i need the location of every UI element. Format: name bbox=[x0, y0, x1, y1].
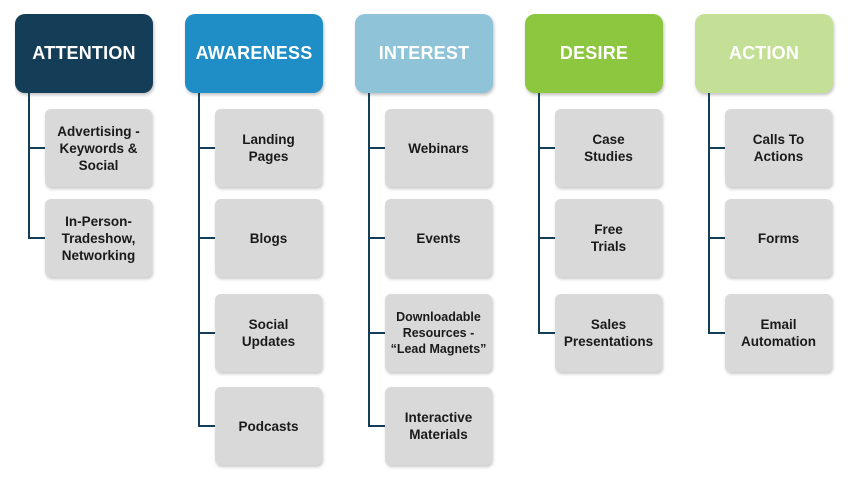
stage-header-awareness: AWARENESS bbox=[185, 14, 323, 93]
connector-branch bbox=[368, 147, 385, 149]
stage-item-card: Interactive Materials bbox=[385, 387, 492, 465]
stage-item-card: Free Trials bbox=[555, 199, 662, 277]
stage-item-card: Blogs bbox=[215, 199, 322, 277]
connector-branch bbox=[538, 332, 555, 334]
stage-item-card: Social Updates bbox=[215, 294, 322, 372]
stage-item-card: Email Automation bbox=[725, 294, 832, 372]
connector-branch bbox=[708, 332, 725, 334]
connector-branch bbox=[198, 425, 215, 427]
stage-item-card: Calls To Actions bbox=[725, 109, 832, 187]
stage-column-attention: ATTENTION Advertising - Keywords & Socia… bbox=[15, 14, 153, 474]
connector-branch bbox=[538, 237, 555, 239]
stage-header-attention: ATTENTION bbox=[15, 14, 153, 93]
stage-item-card: In-Person- Tradeshow, Networking bbox=[45, 199, 152, 277]
stage-item-card: Events bbox=[385, 199, 492, 277]
connector-line bbox=[198, 93, 200, 426]
connector-line bbox=[368, 93, 370, 426]
connector-branch bbox=[368, 425, 385, 427]
connector-branch bbox=[198, 332, 215, 334]
connector-line bbox=[538, 93, 540, 334]
connector-branch bbox=[198, 147, 215, 149]
stage-column-action: ACTION Calls To Actions Forms Email Auto… bbox=[695, 14, 833, 474]
stage-header-interest: INTEREST bbox=[355, 14, 493, 93]
stage-header-action: ACTION bbox=[695, 14, 833, 93]
stage-item-card: Forms bbox=[725, 199, 832, 277]
stage-item-card: Landing Pages bbox=[215, 109, 322, 187]
stage-column-desire: DESIRE Case Studies Free Trials Sales Pr… bbox=[525, 14, 663, 474]
connector-branch bbox=[708, 147, 725, 149]
stage-column-interest: INTEREST Webinars Events Downloadable Re… bbox=[355, 14, 493, 474]
connector-branch bbox=[368, 332, 385, 334]
stage-item-card: Sales Presentations bbox=[555, 294, 662, 372]
connector-branch bbox=[198, 237, 215, 239]
connector-line bbox=[708, 93, 710, 334]
stage-header-desire: DESIRE bbox=[525, 14, 663, 93]
stage-item-card: Webinars bbox=[385, 109, 492, 187]
connector-branch bbox=[368, 237, 385, 239]
stage-item-card: Case Studies bbox=[555, 109, 662, 187]
connector-line bbox=[28, 93, 30, 238]
connector-branch bbox=[28, 147, 45, 149]
stage-item-card: Advertising - Keywords & Social bbox=[45, 109, 152, 187]
stage-item-card: Downloadable Resources - “Lead Magnets” bbox=[385, 294, 492, 372]
stage-item-card: Podcasts bbox=[215, 387, 322, 465]
connector-branch bbox=[538, 147, 555, 149]
stage-column-awareness: AWARENESS Landing Pages Blogs Social Upd… bbox=[185, 14, 323, 474]
connector-branch bbox=[28, 237, 45, 239]
connector-branch bbox=[708, 237, 725, 239]
